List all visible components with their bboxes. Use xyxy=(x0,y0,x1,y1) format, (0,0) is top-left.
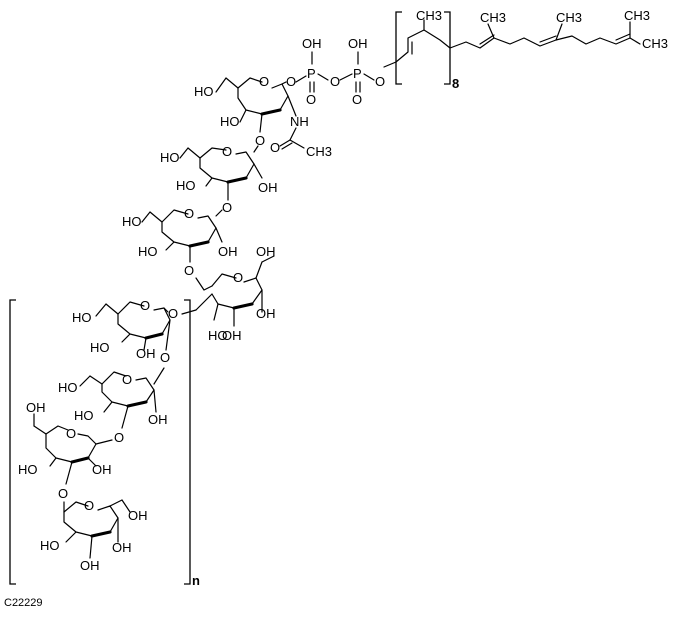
p1-hydroxyl: OH xyxy=(302,36,322,51)
ring1-c6-oh: HO xyxy=(194,84,214,99)
ring8-c3-oh: OH xyxy=(80,558,100,573)
atom-o-glycosidic: O xyxy=(286,74,296,89)
ring2-oxygen: O xyxy=(222,144,232,159)
ring7-c4-oh: HO xyxy=(18,462,38,477)
methyl-2: CH3 xyxy=(480,10,506,25)
ring4-c3-oh: OH xyxy=(256,306,276,321)
ring-mannose-3 xyxy=(141,209,223,263)
link-o-5: O xyxy=(160,350,170,365)
ring3-c2-oh: OH xyxy=(218,244,238,259)
link-bond-4 xyxy=(181,309,197,315)
ring7-c2-oh: OH xyxy=(92,462,112,477)
ring2-c2-oh: OH xyxy=(258,180,278,195)
glycan-bracket-left xyxy=(9,299,16,585)
ring2-c6-oh: HO xyxy=(160,150,180,165)
ring3-c6-oh: HO xyxy=(122,214,142,229)
ring5-oxygen: O xyxy=(140,298,150,313)
diphosphate-bonds xyxy=(295,51,375,93)
ring5-c4-oh: HO xyxy=(90,340,110,355)
ring6-c2-oh: OH xyxy=(148,412,168,427)
link-o-4: O xyxy=(168,306,178,321)
link-o-1: O xyxy=(255,133,265,148)
ring1-c4-oh: HO xyxy=(220,114,240,129)
ring6-c4-oh: HO xyxy=(74,408,94,423)
ring8-oxygen: O xyxy=(84,498,94,513)
ring4-oxygen: O xyxy=(233,270,243,285)
ring8-c2-oh: OH xyxy=(112,540,132,555)
ring-mannose-5 xyxy=(95,301,171,351)
atom-o-bridge: O xyxy=(330,74,340,89)
ring1-acetyl-ch3: CH3 xyxy=(306,144,332,159)
ring-mannose-2 xyxy=(179,145,263,201)
ring4-c4-oh: HO xyxy=(208,328,228,343)
p1-oxo: O xyxy=(306,92,316,107)
ring3-oxygen: O xyxy=(184,206,194,221)
methyl-4: CH3 xyxy=(624,8,650,23)
link-o-2: O xyxy=(222,200,232,215)
ring7-c6-oh: OH xyxy=(26,400,46,415)
ring8-c4-oh: HO xyxy=(40,538,60,553)
ring1-oxygen: O xyxy=(259,74,269,89)
link-bond-4b xyxy=(195,293,213,311)
atom-o-prenyl: O xyxy=(375,74,385,89)
glycan-repeat-count: n xyxy=(192,573,200,588)
link-o-6: O xyxy=(114,430,124,445)
ring3-c4-oh: HO xyxy=(138,244,158,259)
ring1-nh: NH xyxy=(290,114,309,129)
ring-mannose-8 xyxy=(63,499,131,559)
ring5-c3-oh: OH xyxy=(136,346,156,361)
p2-oxo: O xyxy=(352,92,362,107)
methyl-3: CH3 xyxy=(556,10,582,25)
atom-p-1: P xyxy=(307,66,316,81)
methyl-5: CH3 xyxy=(642,36,668,51)
ring5-c6-oh: HO xyxy=(72,310,92,325)
ring-glcnac xyxy=(215,77,305,150)
link-o-7: O xyxy=(58,486,68,501)
p2-hydroxyl: OH xyxy=(348,36,368,51)
ring2-c4-oh: HO xyxy=(176,178,196,193)
glycan-bracket-right xyxy=(184,299,191,585)
ring4-c2-oh: OH xyxy=(222,328,242,343)
ring7-oxygen: O xyxy=(66,426,76,441)
ring1-acetyl-o: O xyxy=(270,140,280,155)
ring6-oxygen: O xyxy=(122,372,132,387)
prenyl-bracket-left xyxy=(395,11,402,85)
prenyl-chain xyxy=(383,19,641,68)
atom-p-2: P xyxy=(353,66,362,81)
prenyl-repeat-count: 8 xyxy=(452,76,459,91)
ring4-c6-oh: OH xyxy=(256,244,276,259)
link-o-3: O xyxy=(184,263,194,278)
ring6-c6-oh: HO xyxy=(58,380,78,395)
methyl-1: CH3 xyxy=(416,8,442,23)
ring8-c6-oh: OH xyxy=(128,508,148,523)
compound-id: C22229 xyxy=(4,597,43,609)
ring-mannose-4 xyxy=(195,255,275,327)
ring-mannose-7 xyxy=(33,413,113,485)
ring-mannose-6 xyxy=(79,367,165,429)
